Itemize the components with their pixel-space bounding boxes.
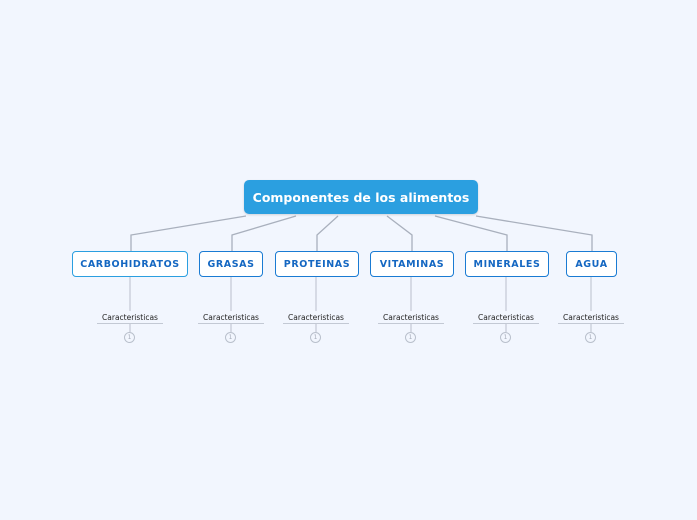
topic-vitaminas[interactable]: VITAMINAS bbox=[370, 251, 454, 277]
connector-grasas bbox=[231, 215, 297, 251]
subtopic-vitaminas-caracteristicas[interactable]: Caracteristicas bbox=[383, 312, 439, 322]
subtopic-agua-caracteristicas[interactable]: Caracteristicas bbox=[563, 312, 619, 322]
collapsed-count-badge[interactable]: 1 bbox=[405, 332, 416, 343]
subtopic-underline bbox=[473, 323, 539, 324]
subtopic-underline bbox=[97, 323, 163, 324]
subtopic-carbohidratos-caracteristicas[interactable]: Caracteristicas bbox=[102, 312, 158, 322]
collapsed-count-badge[interactable]: 1 bbox=[124, 332, 135, 343]
subtopic-underline bbox=[378, 323, 444, 324]
connector-carbohidratos bbox=[130, 215, 247, 251]
subtopic-underline bbox=[198, 323, 264, 324]
central-topic[interactable]: Componentes de los alimentos bbox=[244, 180, 478, 214]
collapsed-count-badge[interactable]: 1 bbox=[310, 332, 321, 343]
topic-carbohidratos[interactable]: CARBOHIDRATOS bbox=[72, 251, 188, 277]
collapsed-count-badge[interactable]: 1 bbox=[500, 332, 511, 343]
topic-grasas[interactable]: GRASAS bbox=[199, 251, 263, 277]
topic-minerales[interactable]: MINERALES bbox=[465, 251, 549, 277]
collapsed-count-badge[interactable]: 1 bbox=[585, 332, 596, 343]
subtopic-underline bbox=[558, 323, 624, 324]
topic-agua[interactable]: AGUA bbox=[566, 251, 617, 277]
connector-agua bbox=[475, 215, 593, 251]
subtopic-proteinas-caracteristicas[interactable]: Caracteristicas bbox=[288, 312, 344, 322]
connector-minerales bbox=[434, 215, 508, 251]
subtopic-grasas-caracteristicas[interactable]: Caracteristicas bbox=[203, 312, 259, 322]
connector-vitaminas bbox=[386, 215, 413, 251]
topic-proteinas[interactable]: PROTEINAS bbox=[275, 251, 359, 277]
subtopic-minerales-caracteristicas[interactable]: Caracteristicas bbox=[478, 312, 534, 322]
connector-proteinas bbox=[316, 215, 339, 251]
subtopic-underline bbox=[283, 323, 349, 324]
collapsed-count-badge[interactable]: 1 bbox=[225, 332, 236, 343]
